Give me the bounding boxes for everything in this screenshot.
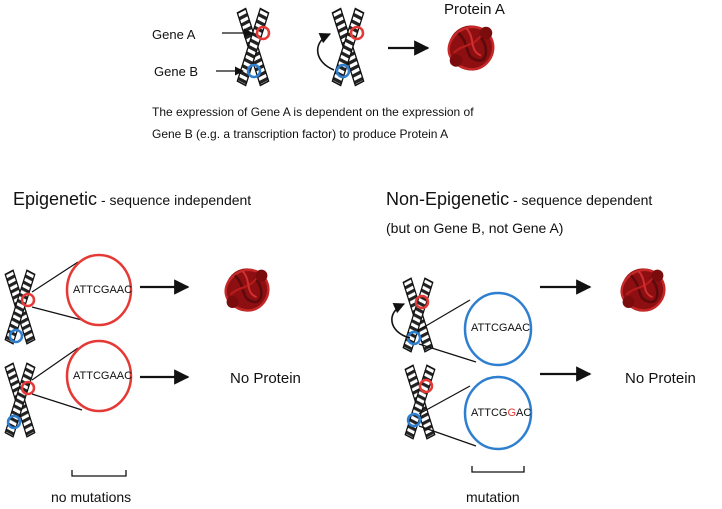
right-bracket: [471, 466, 525, 473]
gene-b-locus: [246, 63, 262, 79]
left-bracket: [71, 470, 127, 477]
right-title-bold: Non-Epigenetic: [386, 189, 510, 209]
right-zoom-circle-1: [463, 291, 533, 367]
left-sequence-2: ATTCGAAC: [73, 370, 133, 382]
gene-a-label: Gene A: [152, 27, 196, 42]
left-zoom-circle-1: [65, 253, 133, 327]
left-chromosome-2: [4, 362, 36, 438]
left-title-bold: Epigenetic: [13, 189, 98, 209]
top-chromosome-1: [236, 7, 271, 87]
right-sequence-2: ATTCGGAC: [471, 408, 531, 419]
right-chromosome-1: [402, 277, 434, 353]
right-sequence-2-start: ATTCG: [471, 407, 508, 419]
protein-a-label: Protein A: [444, 1, 505, 18]
left-zoom-circle-2: [65, 339, 133, 413]
right-sequence-1: ATTCGAAC: [471, 322, 531, 334]
right-title-rest: - sequence dependent: [509, 192, 653, 208]
gene-b-label: Gene B: [154, 64, 199, 79]
left-sequence-1: ATTCGAAC: [73, 284, 133, 296]
left-no-protein: No Protein: [230, 370, 301, 387]
right-protein-blob: [620, 267, 666, 313]
protein-a-blob: [447, 24, 495, 72]
right-subtitle: (but on Gene B, not Gene A): [386, 220, 564, 236]
left-footer: no mutations: [51, 489, 132, 505]
mutated-base: G: [507, 407, 517, 419]
left-protein-blob: [224, 267, 270, 313]
top-chromosome-2: [331, 7, 365, 87]
left-chromosome-1: [4, 269, 36, 345]
caption-line-2: Gene B (e.g. a transcription factor) to …: [152, 127, 449, 141]
right-curved-arrow: [391, 302, 411, 339]
left-title-rest: - sequence independent: [97, 192, 252, 208]
right-chromosome-2: [404, 364, 436, 440]
right-title: Non-Epigenetic - sequence dependent: [386, 190, 652, 209]
left-title: Epigenetic - sequence independent: [13, 190, 251, 209]
regulation-curved-arrow: [316, 32, 335, 71]
gene-a-locus: [255, 25, 271, 41]
right-footer: mutation: [466, 489, 520, 505]
right-no-protein: No Protein: [625, 370, 696, 387]
right-sequence-2-end: AC: [516, 407, 532, 419]
right-zoom-circle-2: [463, 375, 533, 451]
caption-line-1: The expression of Gene A is dependent on…: [152, 105, 474, 119]
